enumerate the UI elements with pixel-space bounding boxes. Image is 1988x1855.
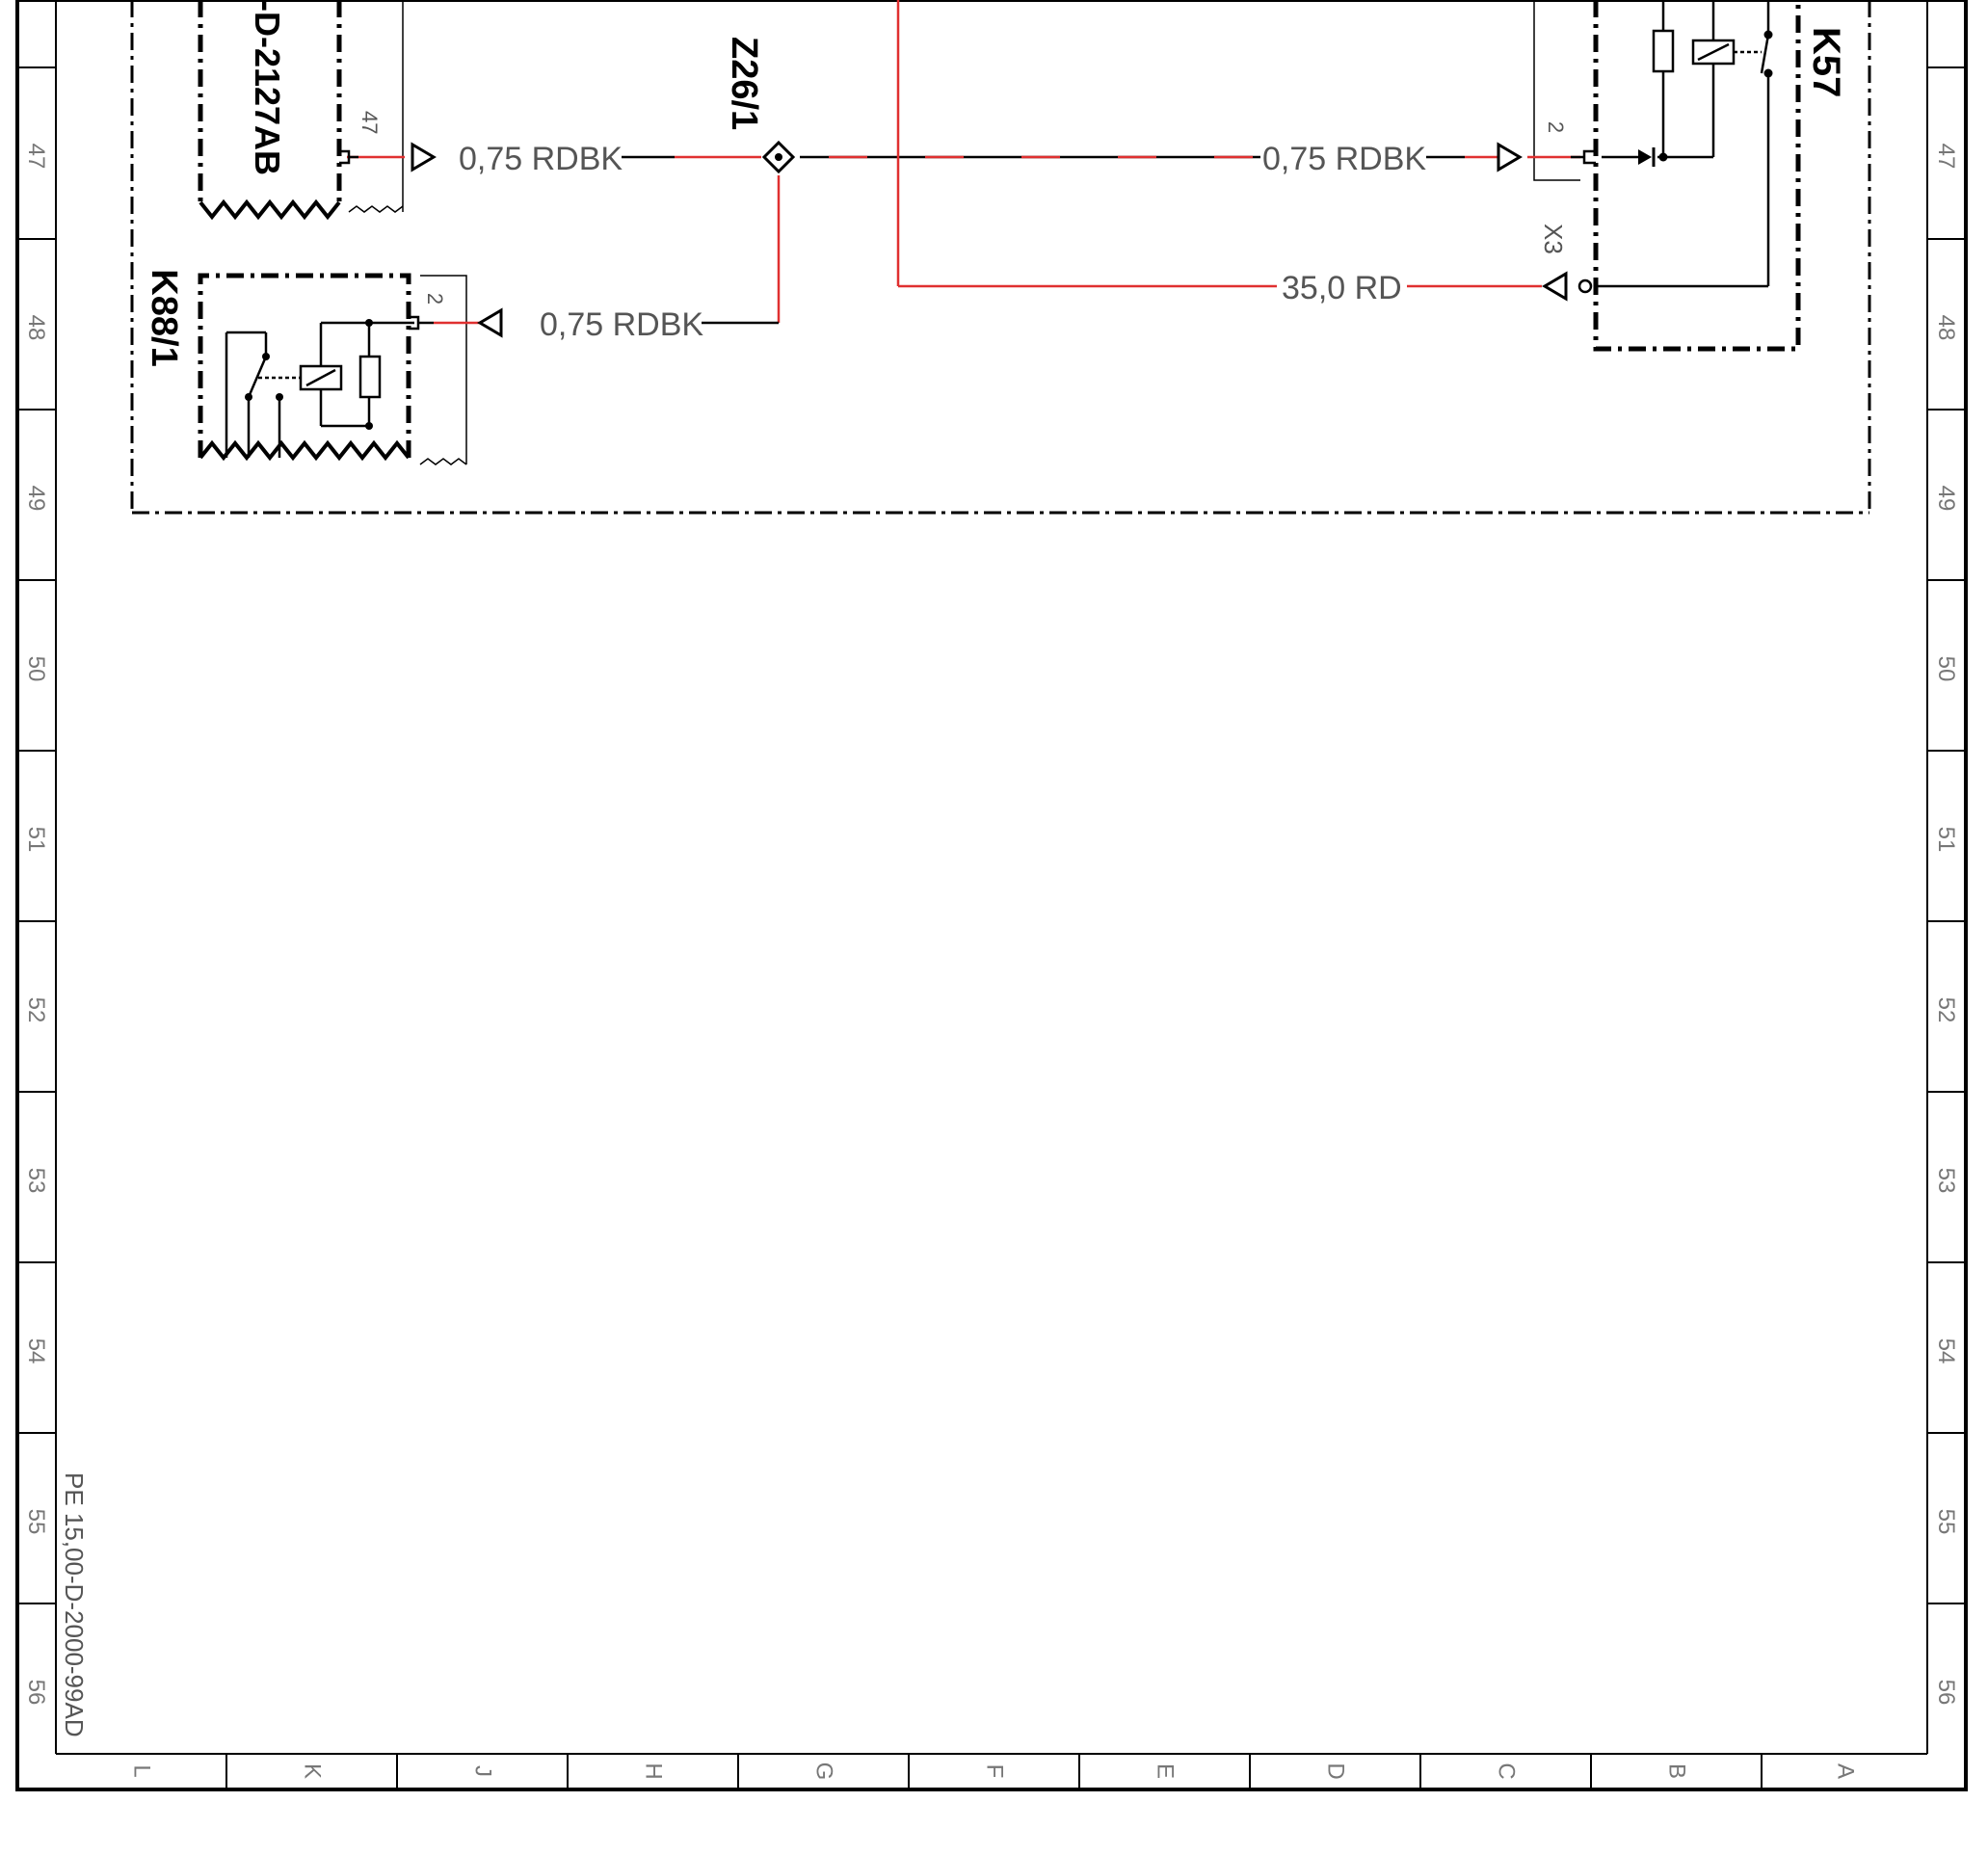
row-label: 50 xyxy=(1933,656,1959,682)
row-label: 53 xyxy=(23,1168,49,1194)
relay-pin-label: 2 xyxy=(423,293,447,305)
row-label: 47 xyxy=(23,144,49,170)
splice-z26-1: Z26/1 xyxy=(724,37,796,174)
column-label: D xyxy=(1323,1762,1349,1779)
drawing-number: PE 15,00-D-2000-99AD xyxy=(60,1472,89,1737)
relay-label: K88/1 xyxy=(144,269,184,366)
relay-label: K57 xyxy=(1805,27,1847,97)
module-pin-label: 47 xyxy=(358,111,382,134)
row-label: 54 xyxy=(1933,1338,1959,1365)
row-label: 56 xyxy=(1933,1680,1959,1706)
column-label: E xyxy=(1153,1763,1179,1779)
column-label: F xyxy=(982,1764,1008,1779)
wire-labels: 0,75 RDBK 0,75 RDBK 0,75 RDBK 35,0 RD xyxy=(453,141,1426,343)
relay-k88-1: K88/1 2 xyxy=(144,269,467,465)
connector-arrows xyxy=(411,142,1568,338)
column-labels: L K J H G F E D C B A xyxy=(129,1762,1859,1781)
wire-label-w4: 35,0 RD xyxy=(1282,270,1402,306)
row-label: 53 xyxy=(1933,1168,1959,1194)
wire-label-w3: 0,75 RDBK xyxy=(540,306,703,343)
row-label: 48 xyxy=(1933,315,1959,341)
frame xyxy=(15,0,1968,1791)
row-label: 52 xyxy=(1933,997,1959,1023)
column-label: C xyxy=(1494,1762,1520,1779)
splice-label: Z26/1 xyxy=(724,37,764,130)
row-label: 54 xyxy=(23,1338,49,1365)
row-label: 55 xyxy=(23,1509,49,1535)
row-label: 56 xyxy=(23,1680,49,1706)
column-label: B xyxy=(1664,1763,1690,1779)
row-label: 50 xyxy=(23,656,49,682)
wire-label-w1: 0,75 RDBK xyxy=(459,141,623,177)
row-labels-left: 47 48 49 50 51 52 53 54 55 56 xyxy=(23,144,49,1706)
relay-x3-label: X3 xyxy=(1539,224,1568,254)
row-label: 49 xyxy=(23,486,49,512)
column-label: H xyxy=(641,1762,667,1779)
row-label: 52 xyxy=(23,997,49,1023)
column-label: L xyxy=(129,1764,155,1777)
group-boundary xyxy=(130,0,1871,515)
row-label: 51 xyxy=(1933,827,1959,853)
row-label: 47 xyxy=(1933,144,1959,170)
wire-label-w2: 0,75 RDBK xyxy=(1262,141,1426,177)
module-d2127ab: -D-2127AB 47 xyxy=(198,0,404,221)
row-label: 49 xyxy=(1933,486,1959,512)
column-label: G xyxy=(811,1762,837,1781)
column-ticks xyxy=(225,1754,1763,1789)
row-label: 55 xyxy=(1933,1509,1959,1535)
terminals xyxy=(339,149,1596,331)
column-label: A xyxy=(1833,1763,1859,1779)
column-label: J xyxy=(470,1765,496,1777)
column-label: K xyxy=(300,1763,326,1779)
row-labels-right: 47 48 49 50 51 52 53 54 55 56 xyxy=(1933,144,1959,1706)
wires xyxy=(347,0,1580,325)
relay-k57: K57 2 X3 xyxy=(1533,0,1847,352)
row-ticks xyxy=(17,66,1966,1604)
row-label: 48 xyxy=(23,315,49,341)
row-label: 51 xyxy=(23,827,49,853)
module-label: -D-2127AB xyxy=(248,0,287,175)
relay-pin-label: 2 xyxy=(1544,121,1568,133)
